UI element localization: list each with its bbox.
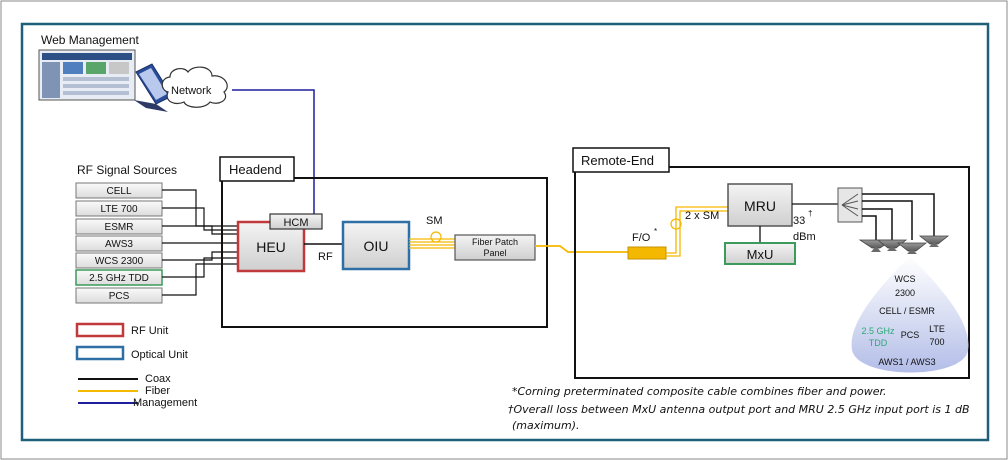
remote-end-box xyxy=(574,166,970,379)
hcm-label: HCM xyxy=(283,217,308,229)
coverage-pcs: PCS xyxy=(901,330,920,340)
laptop-icon xyxy=(134,63,173,112)
legend-fiber-label: Fiber xyxy=(145,385,170,397)
rf-source-list: CELL LTE 700 ESMR AWS3 WCS 2300 2.5 GHz … xyxy=(75,182,163,304)
coverage-lte-2: 700 xyxy=(929,337,944,347)
footnote-1: *Corning preterminated composite cable c… xyxy=(512,385,887,398)
management-line xyxy=(232,89,315,216)
rf-source-label: WCS 2300 xyxy=(95,256,144,267)
coverage-tdd: 2.5 GHz xyxy=(861,326,895,336)
legend-coax-label: Coax xyxy=(145,373,171,385)
remote-end-title: Remote-End xyxy=(581,153,654,168)
fo-label: F/O xyxy=(632,232,651,244)
headend-title-box xyxy=(219,156,295,182)
two-sm-label: 2 x SM xyxy=(685,210,719,222)
antenna-icon xyxy=(876,239,908,251)
coverage-tdd-2: TDD xyxy=(869,338,888,348)
fo-connector xyxy=(627,246,667,260)
coverage-cell-esmr: CELL / ESMR xyxy=(879,306,935,316)
network-label: Network xyxy=(171,85,212,97)
footnote-3: (maximum). xyxy=(512,419,580,432)
power-unit: dBm xyxy=(793,231,816,243)
coverage-lte: LTE xyxy=(929,324,945,334)
legend-optical-unit-swatch xyxy=(75,345,125,361)
fiber-patch-fo xyxy=(535,245,628,253)
coax-antenna-lines xyxy=(862,193,935,240)
coverage-wcs: WCS xyxy=(895,274,916,284)
rf-source-label: ESMR xyxy=(105,222,134,233)
legend-optical-unit-label: Optical Unit xyxy=(131,349,188,361)
footnote-2: †Overall loss between MxU antenna output… xyxy=(508,403,970,416)
patch-label-2: Panel xyxy=(483,248,506,258)
headend-box xyxy=(221,177,548,328)
web-management-label: Web Management xyxy=(41,33,140,47)
mxu-box xyxy=(724,242,796,265)
fiber-patch-panel xyxy=(454,234,536,261)
heu-label: HEU xyxy=(256,239,286,255)
rf-source-label: CELL xyxy=(106,186,131,197)
antenna-icon xyxy=(918,235,950,247)
antenna-icon xyxy=(896,242,928,254)
hcm-box xyxy=(269,213,323,230)
rf-source-label: PCS xyxy=(109,291,130,302)
coverage-cone xyxy=(851,256,969,373)
mru-label: MRU xyxy=(744,198,776,214)
rf-source-label: 2.5 GHz TDD xyxy=(89,273,149,284)
network-cloud-icon xyxy=(161,66,228,108)
legend-management-label: Management xyxy=(133,397,197,409)
power-dagger: † xyxy=(808,209,812,218)
rf-label: RF xyxy=(318,251,333,263)
legend-rf-unit-label: RF Unit xyxy=(131,325,168,337)
rf-source-label: LTE 700 xyxy=(100,204,137,215)
splitter-icon xyxy=(837,187,863,223)
monitor-icon xyxy=(38,49,136,101)
fiber-oiu-patch xyxy=(409,231,455,249)
remote-end-title-box xyxy=(572,147,670,173)
heu-box xyxy=(236,220,306,273)
fiber-fo-mru xyxy=(666,206,728,257)
coverage-aws: AWS1 / AWS3 xyxy=(878,357,935,367)
legend-rf-unit-swatch xyxy=(75,322,125,338)
sm-label: SM xyxy=(426,215,443,227)
diagram-frame xyxy=(20,22,990,442)
rf-sources-title: RF Signal Sources xyxy=(77,163,177,177)
mxu-label: MxU xyxy=(747,247,774,262)
headend-title: Headend xyxy=(229,162,282,177)
power-value: 33 xyxy=(793,215,805,227)
rf-source-label: AWS3 xyxy=(105,239,133,250)
oiu-label: OIU xyxy=(364,238,389,254)
fo-asterisk: * xyxy=(654,227,657,236)
mru-box xyxy=(727,183,793,227)
coverage-wcs-2: 2300 xyxy=(895,288,915,298)
patch-label-1: Fiber Patch xyxy=(472,237,518,247)
